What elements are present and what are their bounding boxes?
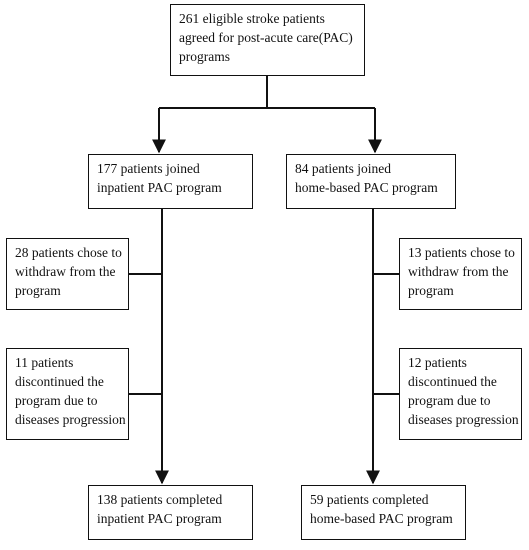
box-line: 261 eligible stroke patients	[179, 11, 325, 26]
inpatient-discontinued-box: 11 patients discontinued the program due…	[6, 348, 129, 440]
box-line: 177 patients joined	[97, 161, 200, 176]
home-joined-box: 84 patients joined home-based PAC progra…	[286, 154, 456, 209]
box-line: 13 patients chose to	[408, 245, 515, 260]
inpatient-completed-box: 138 patients completed inpatient PAC pro…	[88, 485, 253, 540]
home-withdraw-box: 13 patients chose to withdraw from the p…	[399, 238, 522, 310]
box-line: home-based PAC program	[310, 511, 453, 526]
eligible-patients-box: 261 eligible stroke patients agreed for …	[170, 4, 365, 76]
inpatient-joined-box: 177 patients joined inpatient PAC progra…	[88, 154, 253, 209]
box-line: 84 patients joined	[295, 161, 391, 176]
box-line: 11 patients	[15, 355, 74, 370]
box-line: program	[15, 283, 61, 298]
box-line: diseases progression	[408, 412, 519, 427]
box-line: inpatient PAC program	[97, 511, 222, 526]
box-line: program due to	[15, 393, 98, 408]
box-line: 12 patients	[408, 355, 467, 370]
box-line: program due to	[408, 393, 491, 408]
inpatient-withdraw-box: 28 patients chose to withdraw from the p…	[6, 238, 129, 310]
home-completed-box: 59 patients completed home-based PAC pro…	[301, 485, 466, 540]
box-line: withdraw from the	[408, 264, 509, 279]
home-discontinued-box: 12 patients discontinued the program due…	[399, 348, 522, 440]
box-line: program	[408, 283, 454, 298]
box-line: diseases progression	[15, 412, 126, 427]
box-line: inpatient PAC program	[97, 180, 222, 195]
box-line: 28 patients chose to	[15, 245, 122, 260]
box-line: agreed for post-acute care(PAC)	[179, 30, 353, 45]
box-line: withdraw from the	[15, 264, 116, 279]
box-line: discontinued the	[408, 374, 497, 389]
box-line: 138 patients completed	[97, 492, 223, 507]
box-line: discontinued the	[15, 374, 104, 389]
box-line: home-based PAC program	[295, 180, 438, 195]
box-line: programs	[179, 49, 230, 64]
box-line: 59 patients completed	[310, 492, 429, 507]
